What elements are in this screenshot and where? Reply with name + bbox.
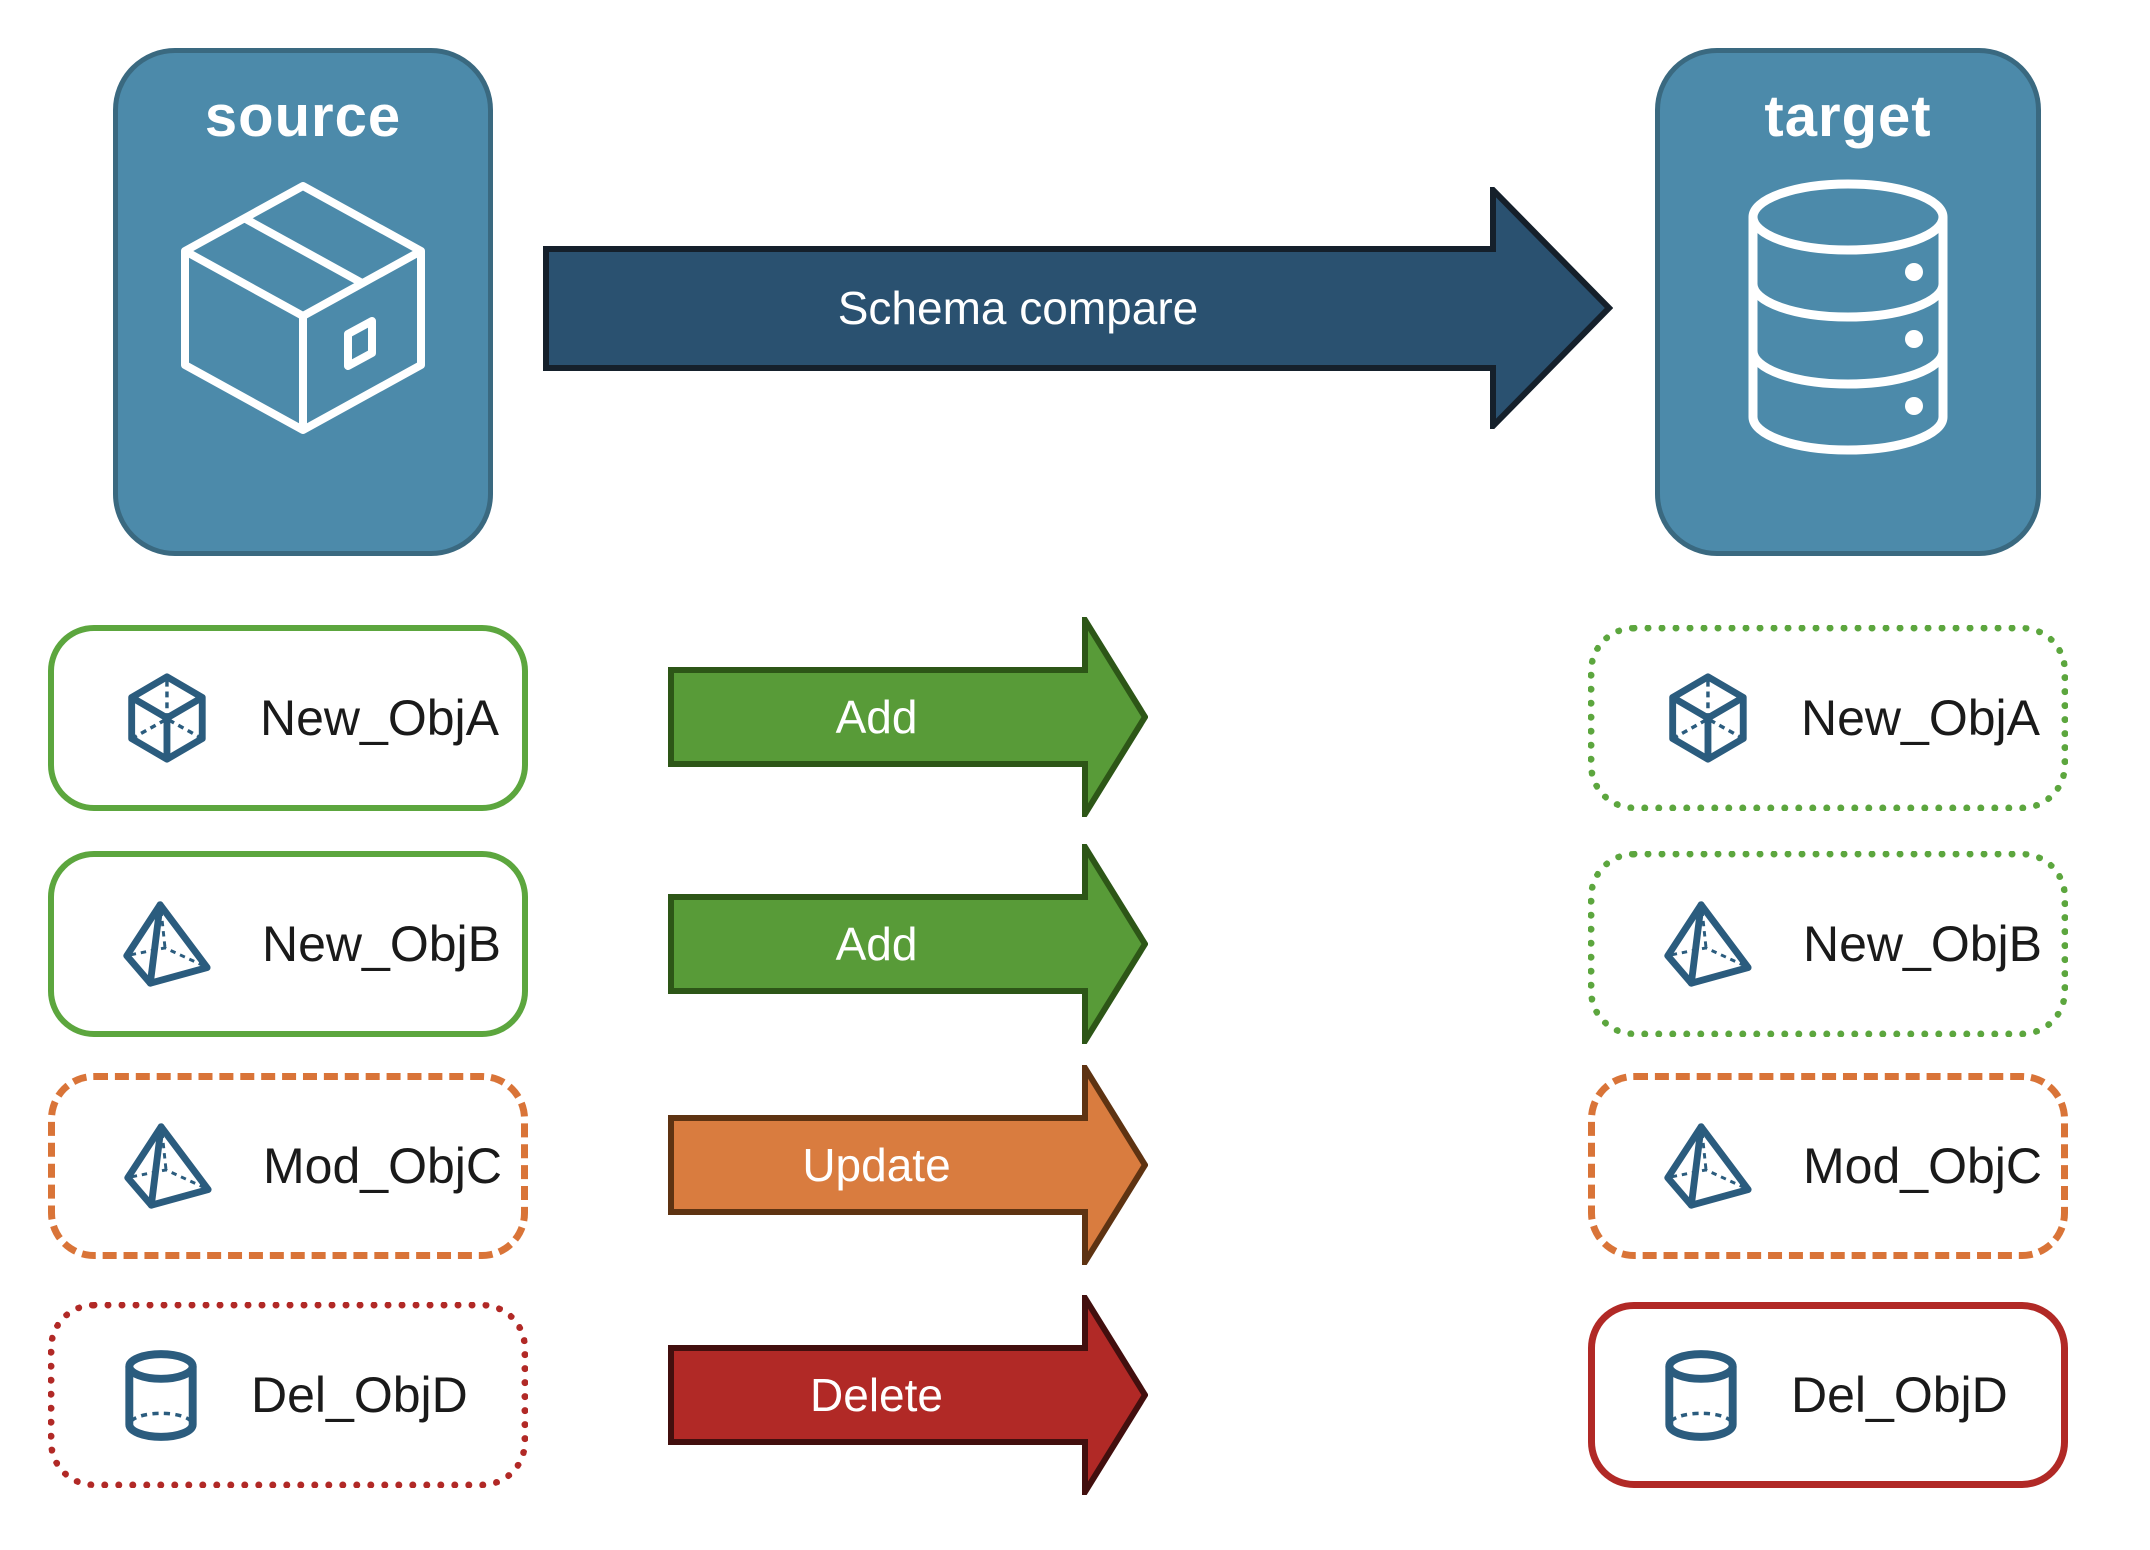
delete-arrow-row4: Delete [668,1295,1148,1495]
source-object-mod-objc: Mod_ObjC [48,1073,528,1259]
target-object-del-objd: Del_ObjD [1588,1302,2068,1488]
add-arrow-label: Add [835,918,918,970]
target-object-mod-objc: Mod_ObjC [1588,1073,2068,1259]
target-panel: target [1655,48,2041,556]
update-arrow-row3: Update [668,1065,1148,1265]
cube-icon [116,669,214,767]
target-object-new-objb: New_ObjB [1588,851,2068,1037]
source-object-del-objd: Del_ObjD [48,1302,528,1488]
object-label: New_ObjA [1801,690,2040,746]
schema-compare-arrow: Schema compare [543,187,1613,429]
pyramid-icon [117,1117,217,1215]
cylinder-icon [117,1347,205,1444]
object-label: New_ObjB [1803,916,2042,972]
add-arrow-row2: Add [668,844,1148,1044]
add-arrow-row1: Add [668,617,1148,817]
pyramid-icon [1657,1117,1757,1215]
object-label: Mod_ObjC [263,1138,502,1194]
source-panel-title: source [204,84,402,149]
target-panel-title: target [1764,84,1932,149]
schema-compare-arrow-label: Schema compare [837,282,1199,334]
source-object-new-obja: New_ObjA [48,625,528,811]
database-icon [1738,172,1958,467]
target-object-new-obja: New_ObjA [1588,625,2068,811]
add-arrow-label: Add [835,691,918,743]
object-label: New_ObjA [260,690,499,746]
object-label: Mod_ObjC [1803,1138,2042,1194]
update-arrow-label: Update [802,1139,951,1191]
package-box-icon [163,172,443,447]
cylinder-icon [1657,1347,1745,1444]
pyramid-icon [1657,895,1757,993]
object-label: Del_ObjD [1791,1367,2008,1423]
source-panel: source [113,48,493,556]
source-object-new-objb: New_ObjB [48,851,528,1037]
object-label: Del_ObjD [251,1367,468,1423]
object-label: New_ObjB [262,916,501,972]
pyramid-icon [116,895,216,993]
cube-icon [1657,669,1755,767]
delete-arrow-label: Delete [810,1369,943,1421]
